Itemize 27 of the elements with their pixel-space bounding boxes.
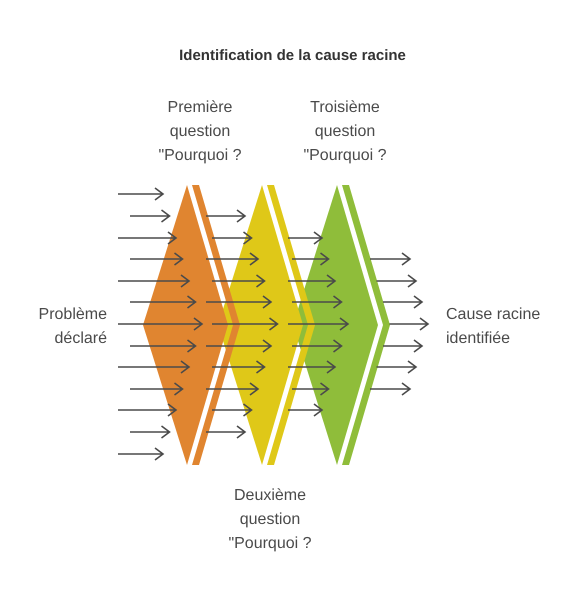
problem-label: Problème déclaré [38, 305, 107, 349]
arrow [205, 339, 272, 353]
arrow [211, 360, 266, 374]
result-label: Cause racine identifiée [446, 305, 542, 349]
question-label: Deuxième question "Pourquoi ? [227, 486, 313, 554]
arrow [287, 274, 336, 288]
arrow [205, 252, 260, 266]
arrow [287, 403, 324, 417]
arrow [211, 403, 253, 417]
arrow [291, 295, 343, 309]
arrow [211, 231, 253, 245]
arrow [291, 339, 343, 353]
question-label: Première question "Pourquoi ? [157, 98, 243, 166]
arrow [205, 209, 246, 223]
arrow [287, 360, 336, 374]
chevron-filter [143, 185, 240, 465]
arrow [287, 317, 350, 331]
arrow [205, 295, 272, 309]
arrow [291, 252, 330, 266]
arrow [205, 425, 246, 439]
arrow [287, 231, 324, 245]
diagram-title: Identification de la cause racine [178, 46, 407, 66]
arrow [205, 382, 260, 396]
arrow [211, 274, 266, 288]
arrow [211, 317, 279, 331]
arrow [291, 382, 330, 396]
question-label: Troisième question "Pourquoi ? [302, 98, 388, 166]
